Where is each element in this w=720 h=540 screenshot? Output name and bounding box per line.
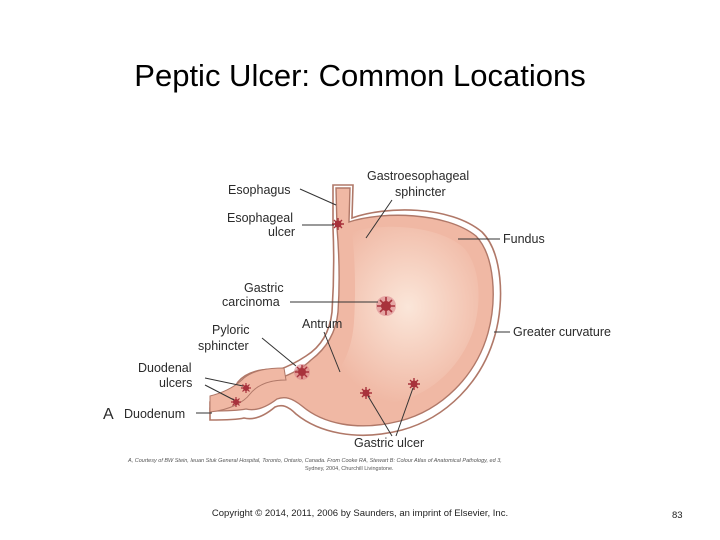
leader-esophagus <box>299 188 337 206</box>
label-esophagus: Esophagus <box>228 183 291 197</box>
pyloric-ulcer-marker <box>294 364 310 380</box>
figure-credit-line-1: A, Courtesy of BW Stein, Ieuan Stuk Gene… <box>127 458 502 464</box>
label-esophageal-ulcer-1: Esophageal <box>227 211 293 225</box>
label-pyloric-2: sphincter <box>198 339 249 353</box>
label-duodenum: Duodenum <box>124 407 185 421</box>
gastric-carcinoma-marker <box>376 296 396 316</box>
label-duodenal-ulcers-1: Duodenal <box>138 361 192 375</box>
label-antrum: Antrum <box>302 317 342 331</box>
label-pyloric-1: Pyloric <box>212 323 250 337</box>
label-gastroesophageal-1: Gastroesophageal <box>367 169 469 183</box>
label-fundus: Fundus <box>503 232 545 246</box>
label-esophageal-ulcer-2: ulcer <box>268 225 295 239</box>
leader-gastric-ulcer-1 <box>367 395 393 437</box>
copyright-notice: Copyright © 2014, 2011, 2006 by Saunders… <box>211 508 509 519</box>
leader-antrum <box>323 331 341 373</box>
gastric-ulcer-marker-1 <box>360 387 372 399</box>
stomach-diagram: Esophagus Esophageal ulcer Gastroesophag… <box>103 169 611 472</box>
leader-duodenal-2 <box>204 384 235 401</box>
page-number: 83 <box>672 510 683 521</box>
label-gastric-carcinoma-1: Gastric <box>244 281 284 295</box>
stomach-inner-lining <box>322 226 479 406</box>
panel-letter: A <box>103 406 114 423</box>
esophageal-ulcer-marker <box>332 218 344 230</box>
ulcer-markers <box>231 218 420 407</box>
label-gastroesophageal-2: sphincter <box>395 185 446 199</box>
figure-credit-line-2: Sydney, 2004, Churchill Livingstone. <box>305 466 394 472</box>
label-gastric-ulcer: Gastric ulcer <box>354 436 424 450</box>
slide-title: Peptic Ulcer: Common Locations <box>134 58 586 93</box>
leader-gastric-ulcer-2 <box>395 387 414 437</box>
leader-pyloric <box>261 337 297 367</box>
gastric-ulcer-marker-2 <box>408 378 420 390</box>
leader-gastroesophageal <box>365 199 393 239</box>
leader-lines <box>196 188 510 437</box>
duodenal-ulcer-marker-1 <box>241 383 251 393</box>
label-gastric-carcinoma-2: carcinoma <box>222 295 280 309</box>
label-duodenal-ulcers-2: ulcers <box>159 376 192 390</box>
duodenal-ulcer-marker-2 <box>231 397 241 407</box>
label-greater-curvature: Greater curvature <box>513 325 611 339</box>
leader-duodenal-1 <box>204 377 244 387</box>
